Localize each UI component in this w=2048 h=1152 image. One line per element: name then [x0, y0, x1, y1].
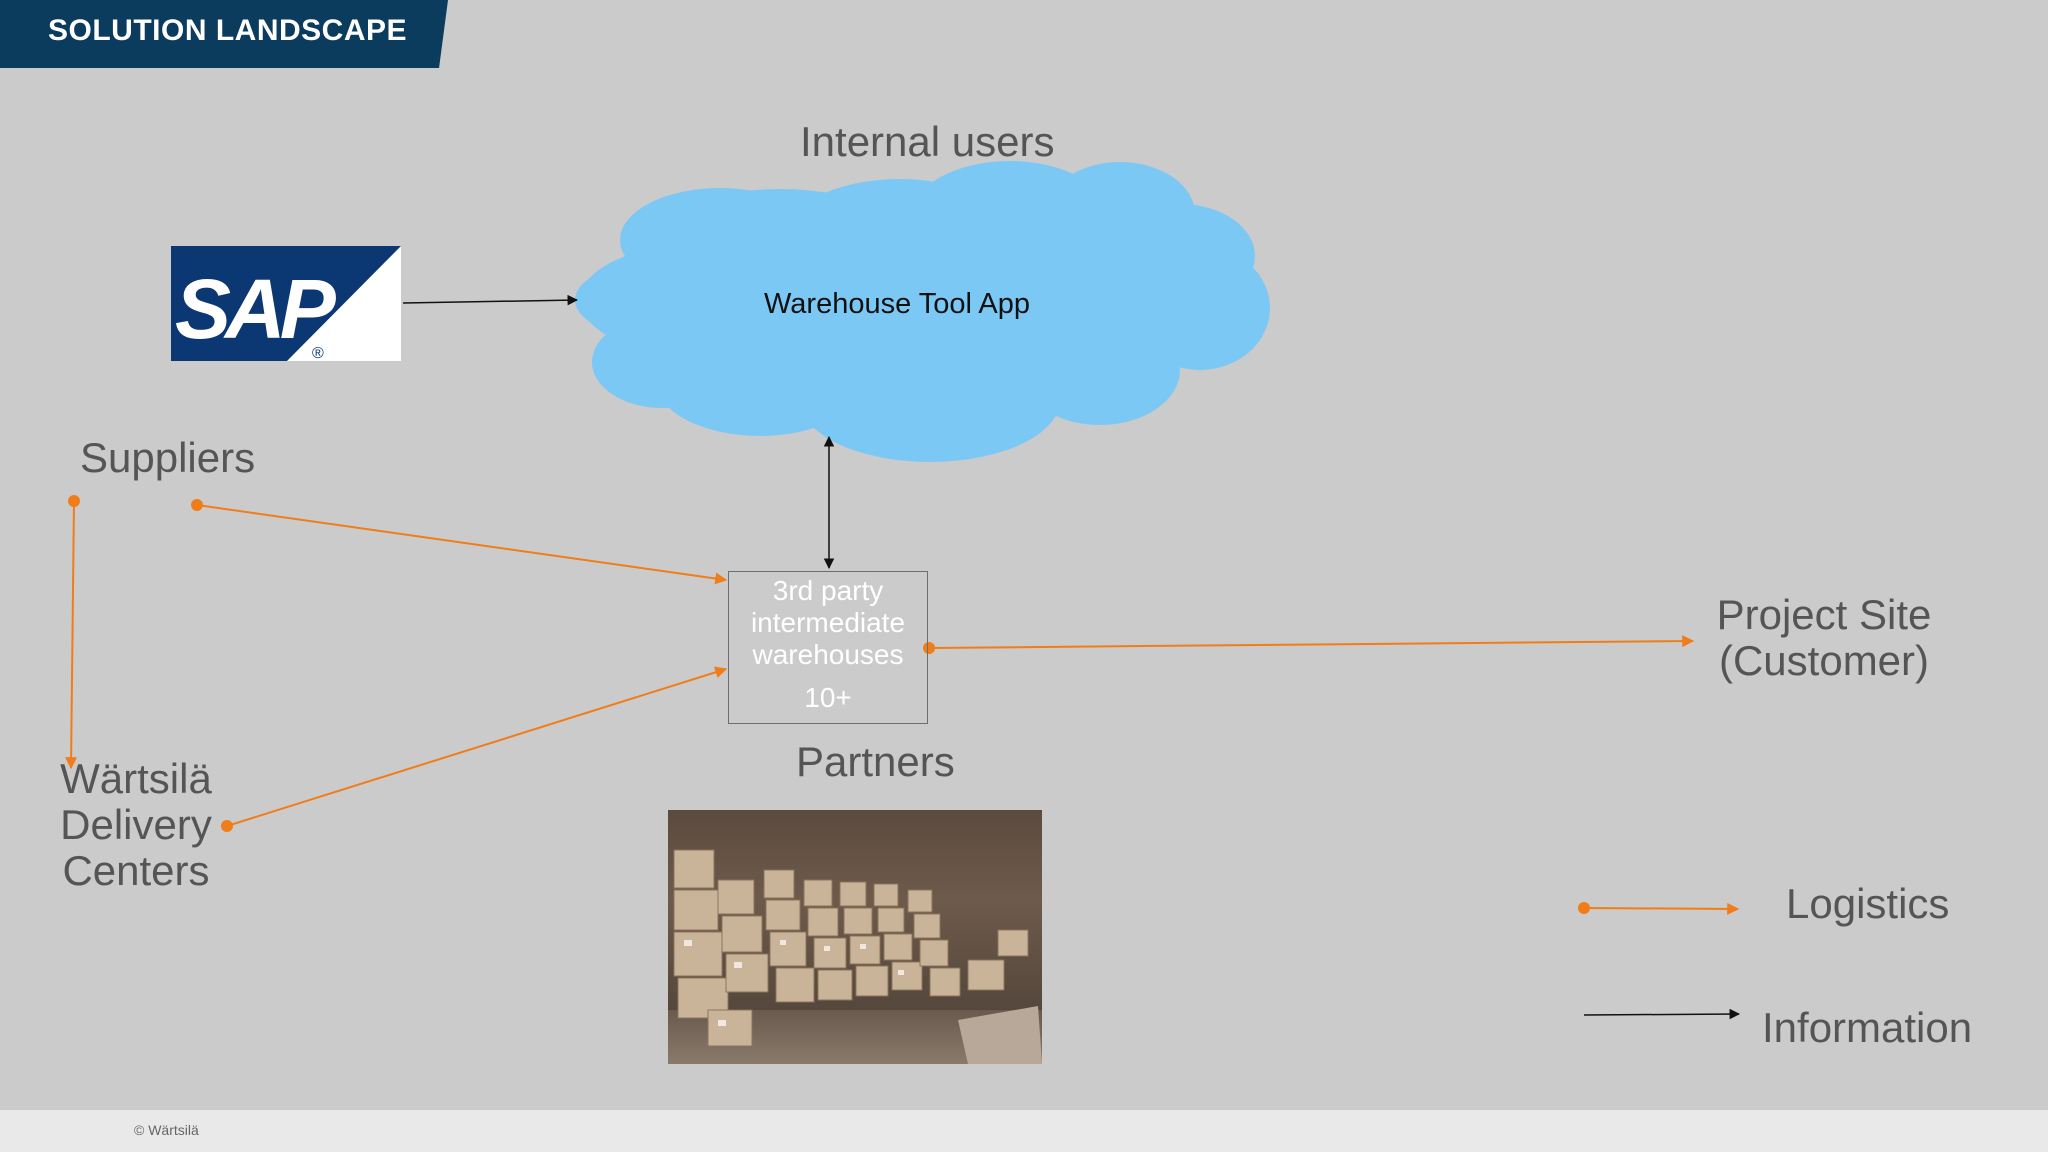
- wdc-line-2: Delivery: [60, 801, 212, 849]
- wdc-to-warehouse-arrow: [221, 666, 728, 832]
- suppliers-to-warehouse-arrow: [191, 499, 728, 585]
- project-site-line-1: Project Site: [1716, 591, 1932, 638]
- project-site-label: Project Site (Customer): [1716, 591, 1932, 685]
- legend-logistics-label: Logistics: [1786, 880, 1950, 927]
- warehouse-line-2: intermediate: [750, 607, 906, 639]
- warehouse-box: 3rd party intermediate warehouses 10+: [728, 571, 928, 724]
- sap-to-app-arrow: [402, 294, 579, 306]
- warehouse-to-project-arrow: [923, 635, 1695, 654]
- cloud-shape: [575, 161, 1270, 462]
- warehouse-line-1: 3rd party: [772, 575, 884, 606]
- warehouse-count: 10+: [804, 681, 852, 713]
- warehouse-photo: [668, 810, 1042, 1064]
- slide-title: SOLUTION LANDSCAPE: [48, 14, 408, 47]
- project-site-line-2: (Customer): [1718, 637, 1930, 685]
- wdc-line-1: Wärtsilä: [60, 755, 212, 802]
- header-band: [0, 0, 448, 68]
- suppliers-to-wdc-arrow: [65, 495, 80, 770]
- sap-logo: SAP ®: [171, 246, 401, 361]
- wartsila-delivery-centers-label: Wärtsilä Delivery Centers: [56, 755, 216, 895]
- sap-logo-reg: ®: [312, 345, 324, 361]
- sap-logo-text: SAP: [175, 262, 337, 356]
- internal-users-label: Internal users: [800, 118, 1055, 165]
- footer-copyright: © Wärtsilä: [134, 1122, 199, 1138]
- legend-information-label: Information: [1762, 1004, 1973, 1051]
- legend-information-arrow: [1583, 1008, 1741, 1020]
- legend-logistics-arrow: [1578, 902, 1740, 915]
- footer-bar: © Wärtsilä: [0, 1110, 2048, 1152]
- cloud-label: Warehouse Tool App: [764, 288, 1031, 320]
- wdc-line-3: Centers: [62, 847, 210, 895]
- warehouse-line-3: warehouses: [752, 639, 904, 671]
- suppliers-label: Suppliers: [80, 434, 256, 481]
- warehouse-box-text: 3rd party intermediate warehouses: [729, 575, 927, 672]
- partners-label: Partners: [796, 738, 955, 785]
